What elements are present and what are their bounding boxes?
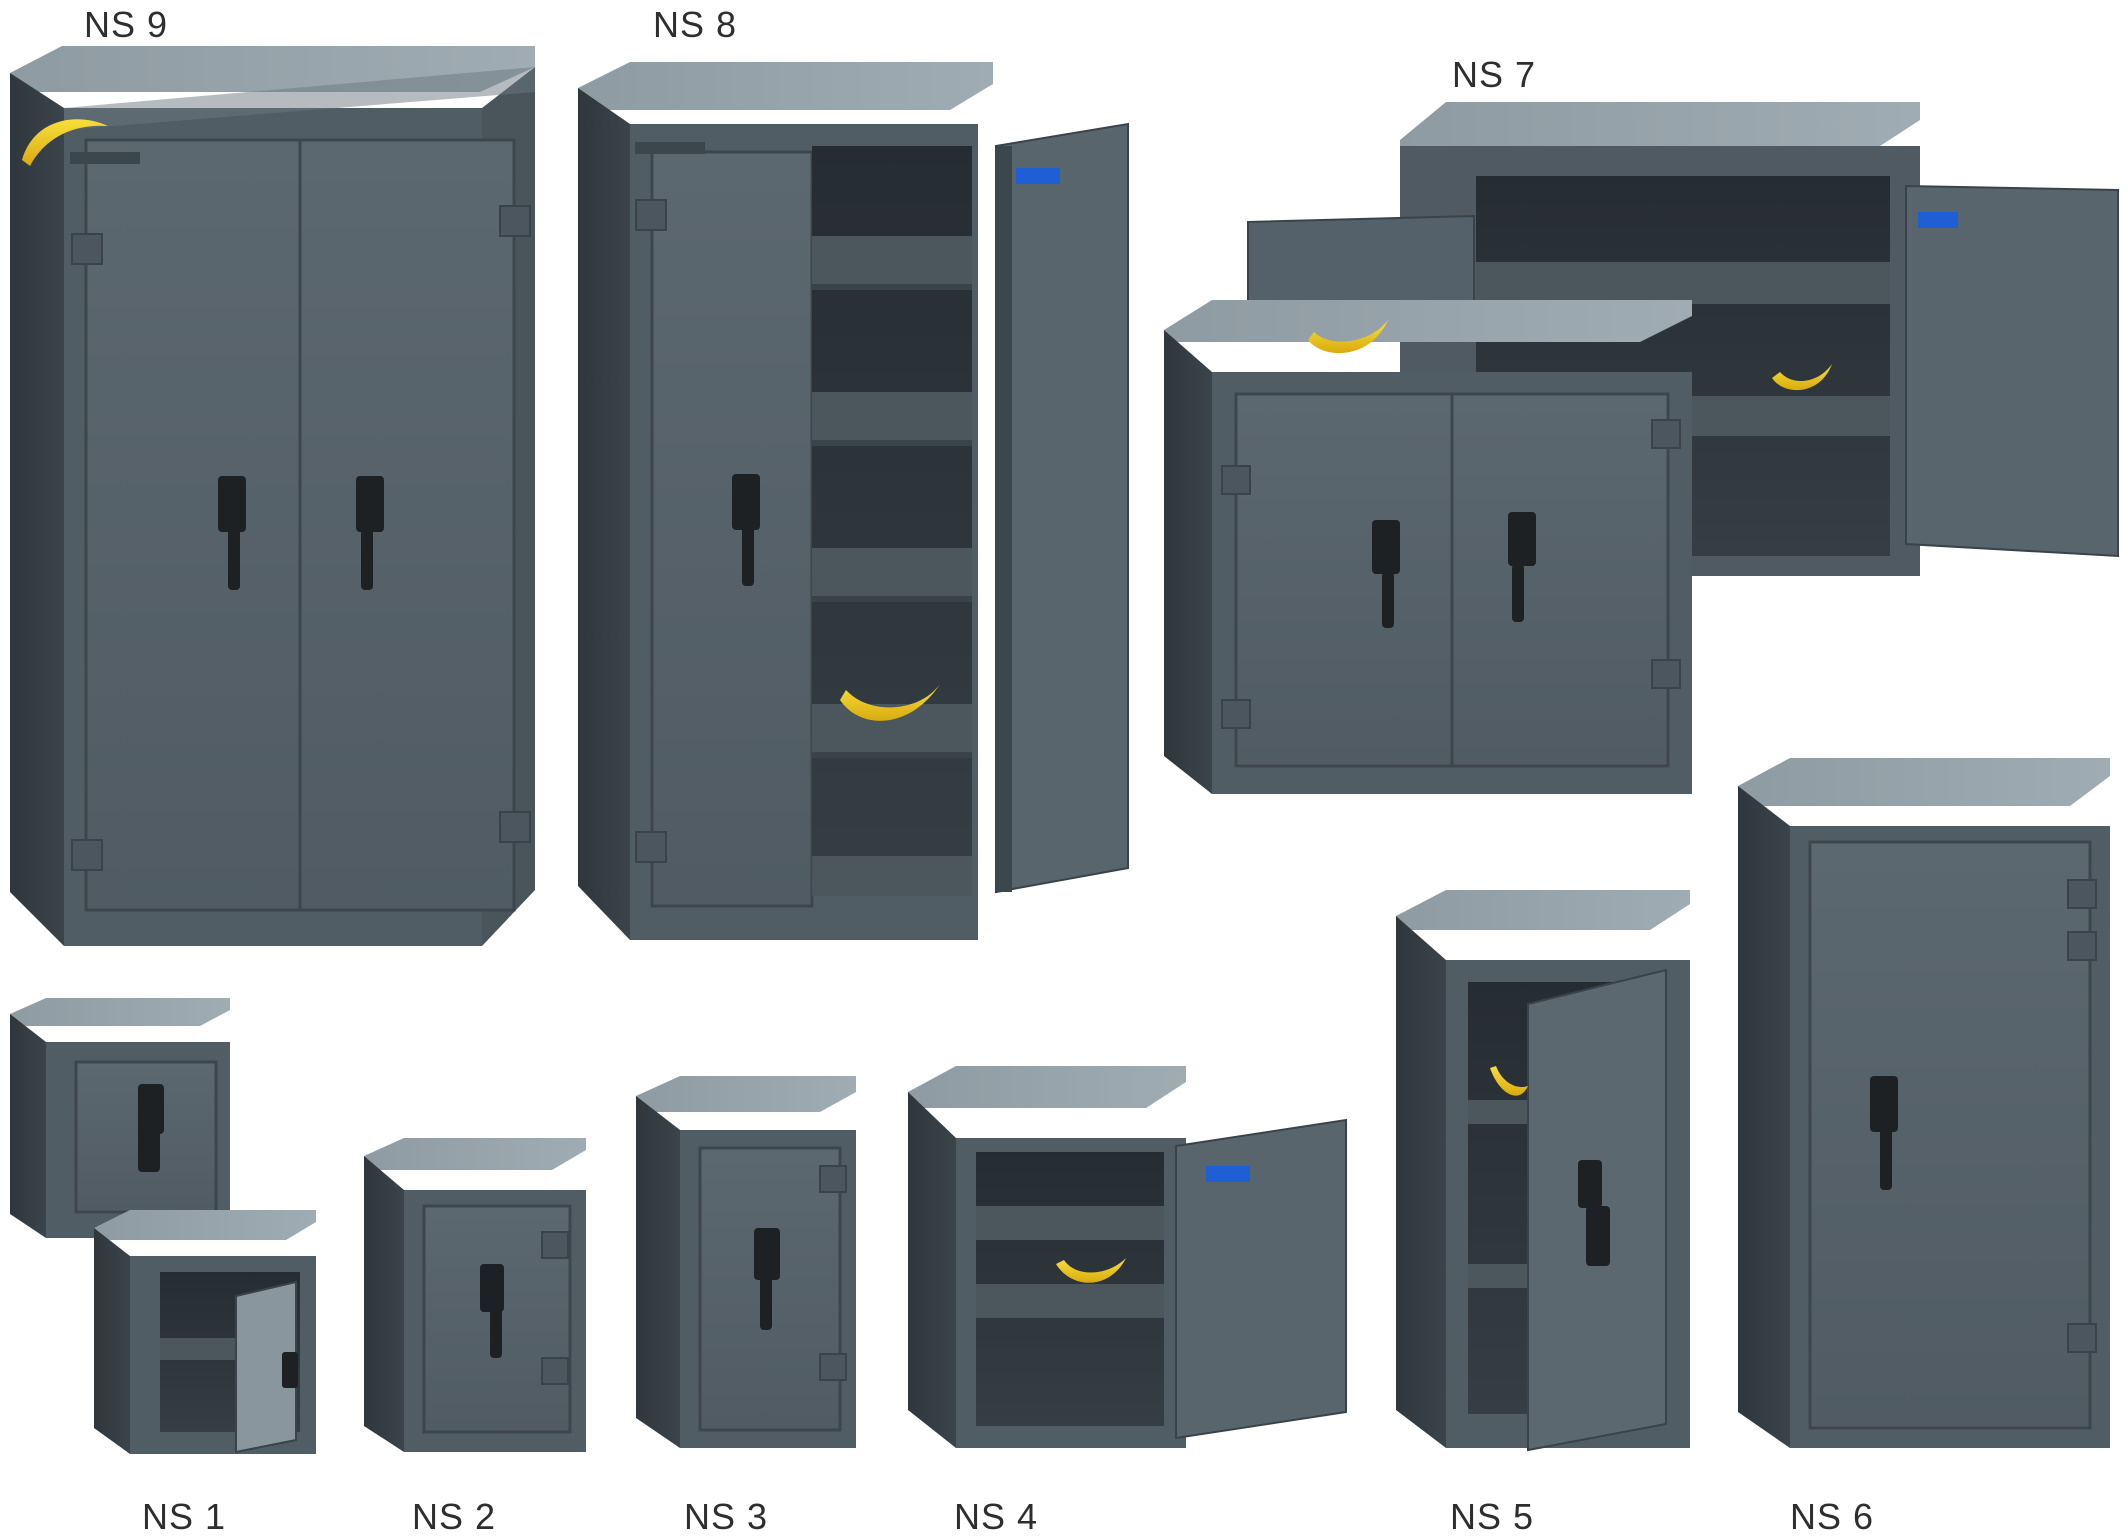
label-plate-icon (1918, 212, 1958, 228)
safe-ns1-top (10, 998, 230, 1238)
safe-ns8 (578, 62, 1129, 940)
label-ns5: NS 5 (1450, 1496, 1535, 1537)
safe-ns6 (1738, 758, 2110, 1448)
safe-ns7 (1164, 102, 2119, 794)
label-ns4: NS 4 (954, 1496, 1039, 1537)
safe-ns2 (364, 1138, 586, 1452)
label-ns9: NS 9 (84, 4, 169, 45)
safe-ns4 (908, 1066, 1347, 1448)
banana-icon (1308, 320, 1388, 354)
label-ns8: NS 8 (653, 4, 738, 45)
safe-ns5 (1396, 890, 1690, 1452)
label-ns3: NS 3 (684, 1496, 769, 1537)
label-ns7: NS 7 (1452, 54, 1537, 95)
label-plate-icon (1016, 168, 1060, 184)
safe-ns9 (10, 46, 535, 946)
label-ns1: NS 1 (142, 1496, 227, 1537)
banana-icon (1490, 1066, 1528, 1096)
label-ns2: NS 2 (412, 1496, 497, 1537)
banana-icon (1772, 364, 1832, 391)
safe-ns1-bottom (94, 1210, 316, 1454)
safe-ns3 (636, 1076, 856, 1448)
label-plate-icon (1206, 1166, 1250, 1182)
label-ns6: NS 6 (1790, 1496, 1875, 1537)
banana-icon (22, 119, 108, 166)
banana-icon (840, 684, 940, 721)
banana-icon (1056, 1258, 1126, 1283)
